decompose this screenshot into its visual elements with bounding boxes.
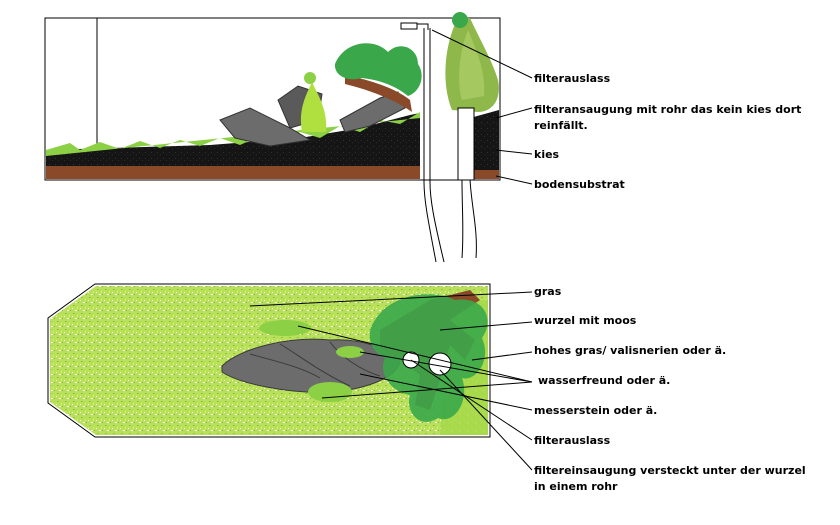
side-tall-plant-top (452, 12, 468, 28)
top-stone-line-2 (329, 341, 381, 377)
side-stone-right (339, 91, 406, 133)
label-water-friend: wasserfreund oder ä. (538, 374, 671, 387)
label-filter-outlet-side: filterauslass (534, 72, 611, 85)
filter-outlet-nozzle (400, 22, 418, 30)
side-tall-plant-inner (459, 30, 485, 100)
leader-filter-outlet (431, 29, 533, 79)
side-grass (46, 112, 420, 156)
side-stone-left (219, 107, 312, 147)
leader-water-friend-a (297, 325, 533, 383)
side-tank-outline (44, 17, 501, 181)
top-stone-line-3 (249, 353, 321, 379)
top-view (47, 283, 533, 471)
leader-tall-grass (471, 351, 533, 361)
filter-intake-hose-2 (469, 179, 477, 259)
label-filter-intake-side: filteransaugung mit rohr das kein kies d… (534, 103, 802, 132)
filter-outlet-pipe-2 (429, 28, 445, 263)
leader-gravel (495, 149, 533, 155)
label-filter-outlet-top: filterauslass (534, 434, 611, 447)
side-plant-yellow (300, 82, 327, 132)
filter-intake-tube (457, 107, 475, 181)
filter-outlet-bend (417, 23, 429, 30)
leader-substrate (495, 175, 533, 185)
top-water-friend-3 (336, 346, 364, 358)
leader-filter-intake (495, 107, 533, 119)
side-view (44, 12, 533, 263)
leader-water-friend-c (359, 351, 533, 383)
label-tall-grass: hohes gras/ valisnerien oder ä. (534, 344, 727, 357)
substrate-right (470, 170, 499, 179)
top-water-friend-1 (259, 320, 311, 336)
leader-water-friend-b (321, 381, 533, 399)
filter-intake-hose (461, 179, 464, 259)
side-plant-top (304, 72, 316, 84)
gravel-right (470, 110, 499, 172)
side-moss (334, 43, 422, 96)
top-water-friend-2 (308, 382, 352, 402)
filter-outlet-pipe (423, 28, 437, 263)
leader-root-moss (439, 321, 533, 331)
top-stone-line-1 (279, 343, 351, 387)
leader-grass (249, 291, 533, 307)
label-substrate: bodensubstrat (534, 178, 625, 191)
leader-top-filter-intake (439, 369, 533, 471)
label-gravel: kies (534, 148, 560, 161)
label-filter-intake-hidden: filtereinsaugung versteckt unter der wur… (534, 464, 806, 493)
label-grass: gras (534, 285, 562, 298)
side-root (345, 75, 412, 112)
top-filter-intake (428, 352, 452, 376)
gravel-layer (46, 113, 420, 166)
leader-top-filter-outlet (410, 359, 533, 441)
label-root-moss: wurzel mit moos (534, 314, 637, 327)
leader-knife-stone (359, 373, 533, 411)
substrate-layer (46, 166, 420, 179)
label-knife-stone: messerstein oder ä. (534, 404, 658, 417)
